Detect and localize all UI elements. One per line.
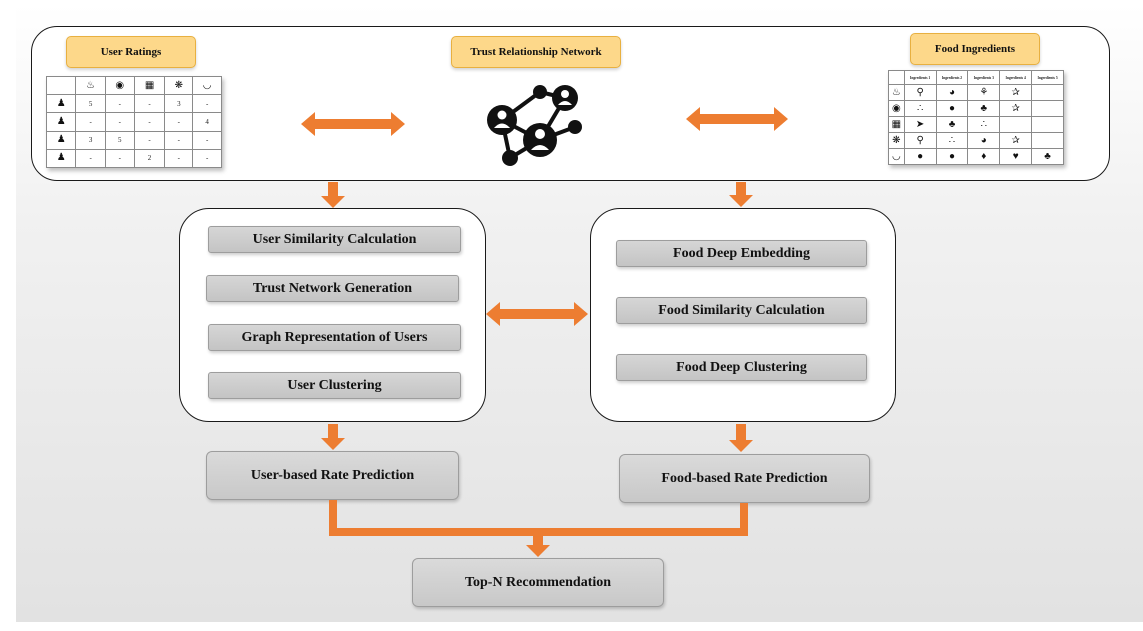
rating-cell: - [192,94,222,114]
network-node-icon [533,85,547,99]
network-ingredients-arrow [686,107,788,131]
table-row: ♟ - - - - 4 [45,112,222,132]
rating-cell: 5 [75,94,106,114]
table-row: ◡ ● ● ♦ ♥ ♣ [888,148,1064,165]
network-node-icon [487,105,517,135]
food-similarity-step: Food Similarity Calculation [616,297,867,324]
plate-icon: ◉ [104,75,135,96]
bowl-icon: ◡ [192,75,222,96]
table-row: ♟ 3 5 - - - [45,130,222,150]
food-ingredients-table: Ingredients 1 Ingredients 2 Ingredients … [888,70,1064,165]
user-icon: ♟ [45,148,77,169]
ratings-network-arrow [301,112,405,136]
table-row: ♟ 5 - - 3 - [45,94,222,114]
network-node-icon [502,150,518,166]
food-ingredients-tag: Food Ingredients [910,33,1040,65]
trust-network-tag: Trust Relationship Network [451,36,621,68]
dish-icon: ♨ [75,75,106,96]
trust-network-step: Trust Network Generation [206,275,459,302]
rating-cell: - [104,94,135,114]
rating-cell: 2 [133,148,166,169]
user-clustering-step: User Clustering [208,372,461,399]
table-row: ♨ ◉ ▦ ❋ ◡ [45,75,222,96]
food-clustering-step: Food Deep Clustering [616,354,867,381]
ingredients-to-food-process-arrow [729,182,753,207]
menu-icon: ▦ [133,75,166,96]
food-embedding-step: Food Deep Embedding [616,240,867,267]
graph-representation-step: Graph Representation of Users [208,324,461,351]
pineapple-icon: ♦ [967,148,1001,165]
top-n-recommendation-box: Top-N Recommendation [412,558,664,607]
rating-cell: - [192,148,222,169]
rating-cell: - [75,148,106,169]
user-icon: ♟ [45,94,77,114]
user-ratings-table: ♨ ◉ ▦ ❋ ◡ ♟ 5 - - 3 - ♟ - - - - 4 ♟ 3 5 … [45,75,222,169]
merge-to-recommendation-arrow [526,531,550,557]
user-similarity-step: User Similarity Calculation [208,226,461,253]
user-process-to-prediction-arrow [321,424,345,450]
merge-connector [329,500,748,536]
corn-icon: ♣ [1031,148,1064,165]
food-process-to-prediction-arrow [729,424,753,452]
network-node-icon [523,123,557,157]
corner-cell [45,75,77,96]
table-row: ♟ - - 2 - - [45,148,222,169]
user-ratings-tag: User Ratings [66,36,196,68]
food-prediction-box: Food-based Rate Prediction [619,454,870,503]
table-row: Ingredients 1 Ingredients 2 Ingredients … [888,70,1064,85]
rating-cell: - [133,94,166,114]
network-node-icon [568,120,582,134]
ratings-to-user-process-arrow [321,182,345,208]
user-food-exchange-arrow [486,302,588,326]
user-prediction-box: User-based Rate Prediction [206,451,459,500]
